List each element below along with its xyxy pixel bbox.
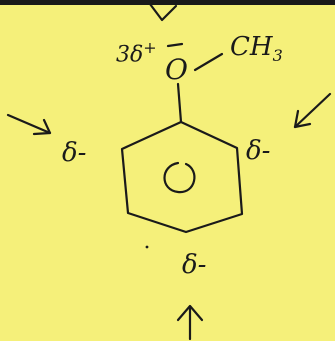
pen-dot (145, 245, 149, 249)
arrow-left-icon (6, 113, 52, 135)
oxygen-charge-sign: + (143, 38, 157, 57)
methyl-text: CH (230, 32, 273, 62)
methyl-group: CH3 (230, 34, 283, 64)
oxygen-charge-label: 3δ+ (116, 40, 157, 66)
bond-o-ch3 (193, 52, 224, 72)
arrow-left-head (32, 118, 52, 136)
top-edge-band (0, 0, 335, 5)
arrow-bottom-head (176, 304, 204, 322)
oxygen-atom: O (165, 53, 188, 86)
methyl-subscript: 3 (272, 46, 283, 66)
benzene-ring (120, 120, 244, 234)
oxygen-charge-value: 3δ (116, 42, 144, 68)
arrow-right-icon (293, 92, 332, 129)
partial-charge-right: δ- (246, 136, 271, 166)
aromatic-circle (163, 161, 196, 194)
lone-pair-bar (166, 42, 184, 48)
arrow-top-icon (148, 2, 178, 22)
partial-charge-bottom: δ- (182, 250, 207, 280)
arrow-right-head (293, 109, 312, 129)
bond-o-ring (176, 82, 183, 124)
partial-charge-left: δ- (62, 138, 87, 168)
